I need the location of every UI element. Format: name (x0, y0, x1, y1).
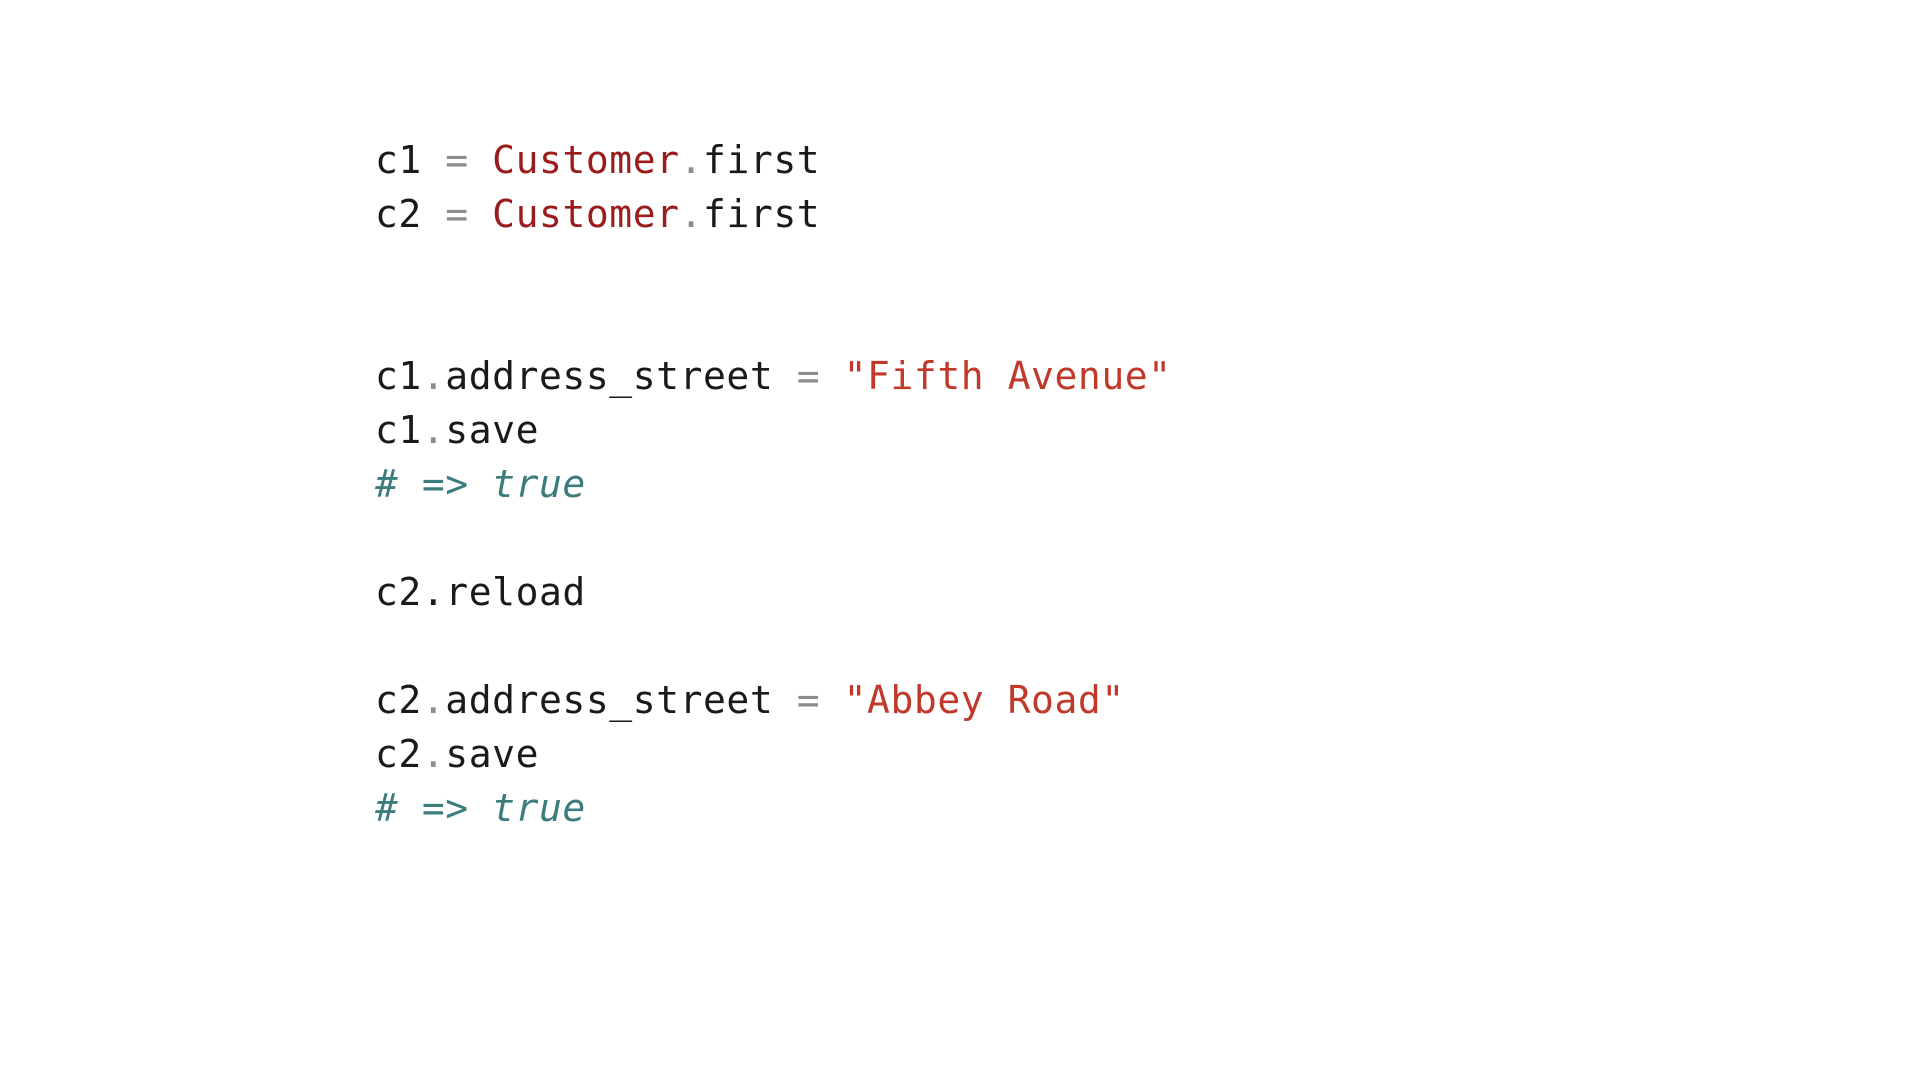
code-token-plain (773, 678, 796, 722)
code-token-class: Customer (492, 192, 680, 236)
code-token-op: = (445, 138, 469, 182)
code-line-assign-c2: c2 = Customer.first (375, 187, 1172, 241)
code-token-plain: save (445, 732, 540, 776)
code-blank-line (375, 295, 1172, 349)
code-token-dot-dark: . (421, 570, 446, 614)
code-token-plain (820, 678, 843, 722)
code-token-op: = (796, 678, 821, 722)
code-token-op: = (796, 354, 821, 398)
code-line-set-c2-address-street: c2.address_street = "Abbey Road" (375, 673, 1172, 727)
code-token-op: . (421, 354, 446, 398)
code-token-plain (469, 192, 492, 236)
code-token-plain: reload (445, 570, 586, 614)
code-token-plain (422, 138, 445, 182)
code-blank-line (375, 511, 1172, 565)
code-token-plain: c1 (375, 354, 422, 398)
code-line-call-c2-save: c2.save (375, 727, 1172, 781)
code-token-plain (820, 354, 843, 398)
code-token-plain: address_street (445, 678, 774, 722)
code-token-plain (422, 192, 445, 236)
code-line-call-c1-save: c1.save (375, 403, 1172, 457)
code-token-plain (469, 138, 492, 182)
code-line-result-comment-c2-save: # => true (375, 781, 1172, 835)
code-line-result-comment-c1-save: # => true (375, 457, 1172, 511)
code-token-string: "Abbey Road" (843, 678, 1125, 722)
code-token-op: . (421, 408, 446, 452)
code-token-plain: c2 (375, 732, 422, 776)
code-blank-line (375, 241, 1172, 295)
code-token-plain: c2 (375, 678, 422, 722)
code-token-class: Customer (492, 138, 680, 182)
code-token-plain: c1 (375, 138, 422, 182)
code-token-string: "Fifth Avenue" (843, 354, 1172, 398)
code-token-comment: # => true (375, 462, 586, 506)
code-line-set-c1-address-street: c1.address_street = "Fifth Avenue" (375, 349, 1172, 403)
code-token-comment: # => true (375, 786, 586, 830)
code-token-plain: c1 (375, 408, 422, 452)
code-token-plain: address_street (445, 354, 774, 398)
code-token-plain: save (445, 408, 540, 452)
code-token-plain: c2 (375, 570, 422, 614)
code-line-assign-c1: c1 = Customer.first (375, 133, 1172, 187)
code-token-plain: first (703, 192, 821, 236)
code-token-plain: first (703, 138, 821, 182)
code-token-plain: c2 (375, 192, 422, 236)
code-token-op: = (445, 192, 469, 236)
code-token-op: . (679, 138, 704, 182)
code-blank-line (375, 619, 1172, 673)
code-token-plain (773, 354, 796, 398)
code-token-op: . (679, 192, 704, 236)
code-token-op: . (421, 732, 446, 776)
code-line-call-c2-reload: c2.reload (375, 565, 1172, 619)
code-token-op: . (421, 678, 446, 722)
